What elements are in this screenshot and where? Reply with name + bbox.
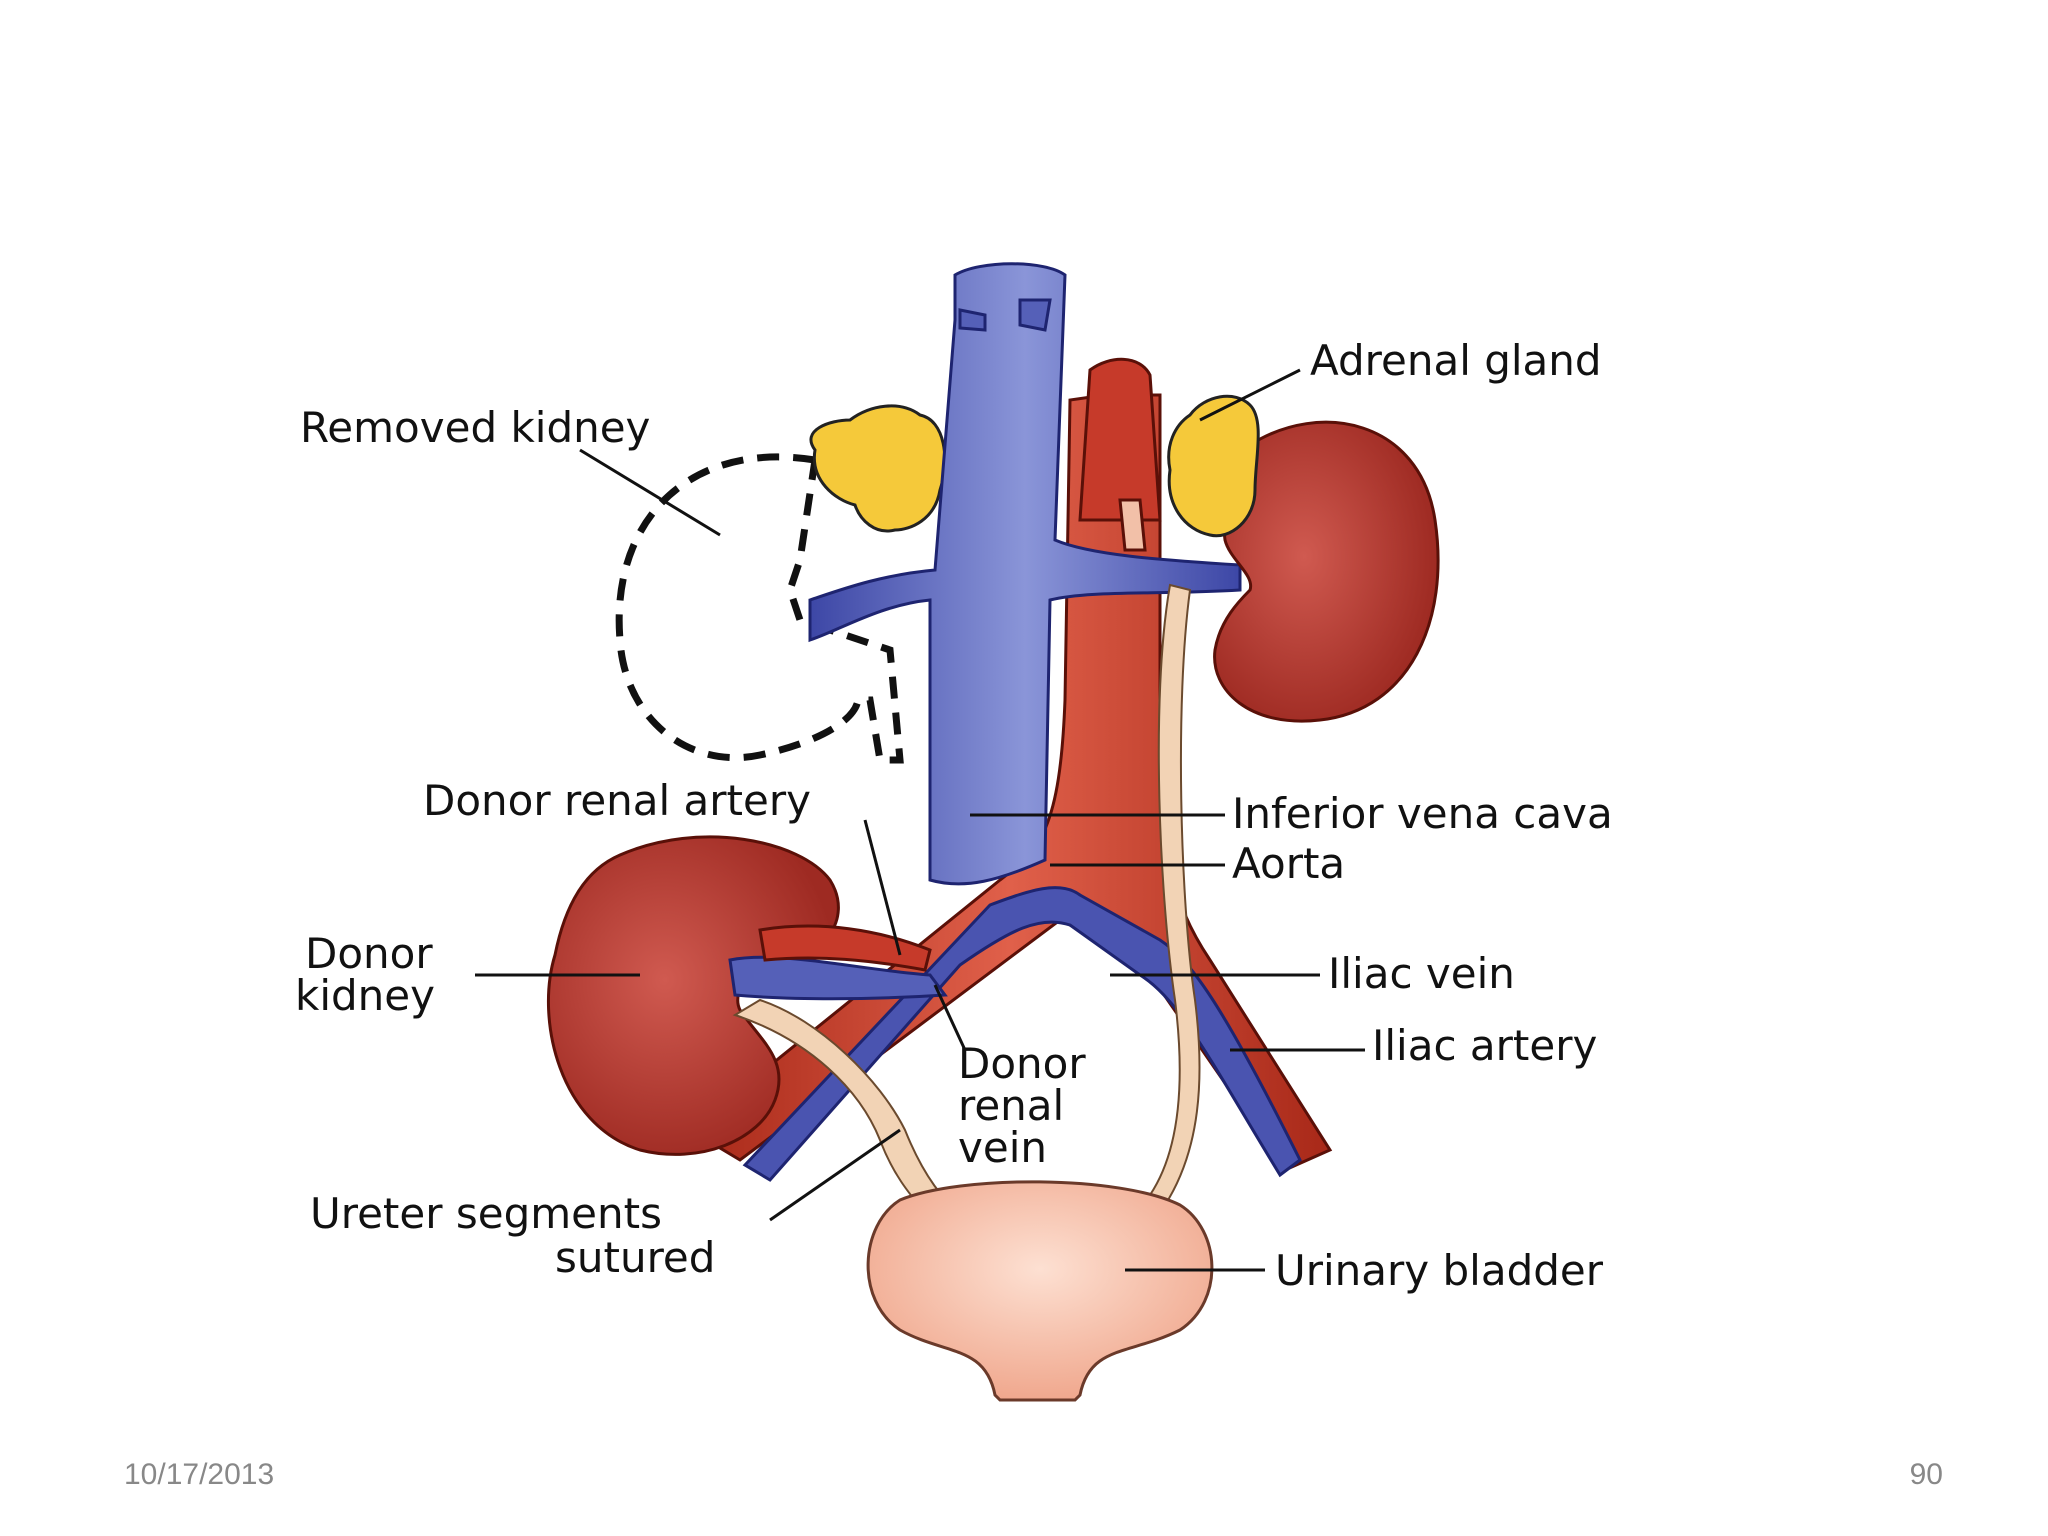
label-iliac-artery: Iliac artery xyxy=(1372,1021,1597,1070)
leader-ureter-segments xyxy=(769,1128,901,1222)
left-adrenal-gland xyxy=(809,404,947,533)
label-aorta: Aorta xyxy=(1232,839,1345,888)
right-adrenal-gland xyxy=(1167,394,1260,538)
leader-removed-kidney xyxy=(579,448,721,537)
urinary-bladder xyxy=(866,1180,1214,1402)
iliac-veins xyxy=(742,886,1302,1182)
leader-adrenal-gland xyxy=(1199,368,1301,422)
label-ureter-segments-line-1: Ureter segments xyxy=(310,1189,662,1238)
label-donor-renal-vein-line-3: vein xyxy=(958,1123,1047,1172)
leader-donor-renal-vein xyxy=(933,984,967,1051)
label-iliac-vein: Iliac vein xyxy=(1328,949,1515,998)
label-donor-kidney-line-2: kidney xyxy=(295,971,435,1020)
right-kidney xyxy=(1213,420,1440,723)
inferior-vena-cava xyxy=(808,262,1242,886)
label-urinary-bladder: Urinary bladder xyxy=(1275,1246,1604,1295)
label-removed-kidney: Removed kidney xyxy=(300,403,650,452)
removed-kidney-outline xyxy=(615,453,904,764)
footer-date: 10/17/2013 xyxy=(124,1458,275,1491)
label-donor-renal-artery: Donor renal artery xyxy=(423,776,811,825)
label-ureter-segments-line-2: sutured xyxy=(555,1233,715,1282)
artery-stub xyxy=(1118,498,1147,552)
label-donor-renal-vein-line-1: Donor xyxy=(958,1039,1086,1088)
upper-artery-branch xyxy=(1078,357,1162,522)
label-donor-kidney-line-1: Donor xyxy=(305,929,433,978)
donor-kidney xyxy=(546,835,840,1156)
donor-renal-artery-vessel xyxy=(758,924,932,972)
slide-number: 90 xyxy=(1909,1458,1943,1491)
leader-donor-renal-artery xyxy=(863,819,902,956)
label-donor-renal-vein-line-2: renal xyxy=(958,1081,1064,1130)
label-inferior-vena-cava: Inferior vena cava xyxy=(1232,789,1613,838)
label-adrenal-gland: Adrenal gland xyxy=(1310,336,1602,385)
ivc-top-branches xyxy=(958,298,1052,332)
